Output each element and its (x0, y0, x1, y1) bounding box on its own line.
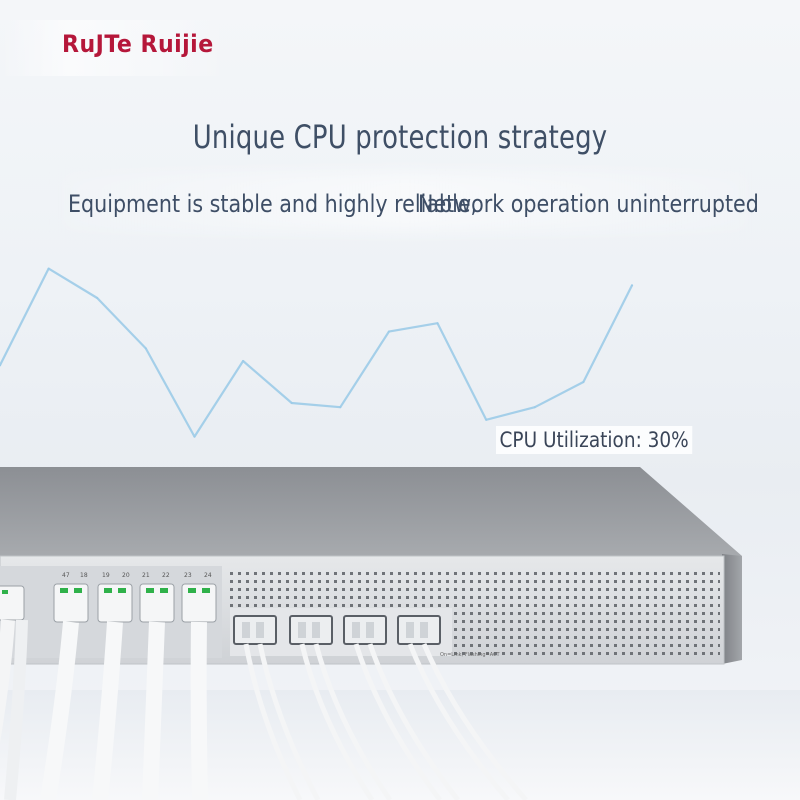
port-label-6: 23 (184, 572, 192, 579)
rj45-ports (0, 583, 217, 800)
brand-haze (0, 20, 230, 76)
headline-title: Unique CPU protection strategy (192, 118, 608, 156)
switch-side-face (722, 554, 742, 664)
cpu-point-13 (631, 284, 633, 287)
cpu-point-6 (290, 402, 293, 404)
subtitle-mist (60, 172, 750, 232)
cpu-point-9 (436, 322, 439, 325)
cpu-point-3 (144, 347, 147, 350)
port-labels: 47 18 19 20 21 22 23 24 (62, 572, 212, 579)
cpu-point-11 (533, 406, 536, 409)
sfp-modules (233, 615, 528, 800)
subtitle-left: Equipment is stable and highly reliable, (68, 190, 478, 218)
cpu-point-0 (0, 364, 1, 367)
port-label-5: 22 (162, 572, 170, 579)
port-label-2: 19 (102, 572, 110, 579)
brand-logo: RuJTe Ruijie (62, 30, 214, 58)
cpu-point-12 (582, 381, 585, 383)
led-legend: On=Link, Flashing=ACT (440, 652, 501, 658)
cpu-line-points (0, 267, 633, 438)
switch-top-face (0, 467, 742, 556)
cpu-point-2 (96, 297, 99, 299)
port-label-3: 20 (122, 572, 130, 579)
port-label-4: 21 (142, 572, 150, 579)
cpu-point-10 (485, 418, 488, 421)
cpu-utilization-annotation: CPU Utilization: 30% (496, 426, 693, 454)
cpu-point-4 (193, 435, 196, 438)
cpu-utilization-line (0, 267, 634, 438)
cpu-point-5 (242, 360, 245, 362)
port-label-7: 24 (204, 572, 212, 579)
cpu-point-7 (339, 406, 342, 409)
port-label-1: 18 (80, 572, 88, 579)
cpu-point-8 (387, 330, 390, 333)
cpu-point-1 (47, 267, 50, 270)
subtitle-right: Network operation uninterrupted (418, 190, 759, 218)
port-label-0: 47 (62, 572, 70, 579)
